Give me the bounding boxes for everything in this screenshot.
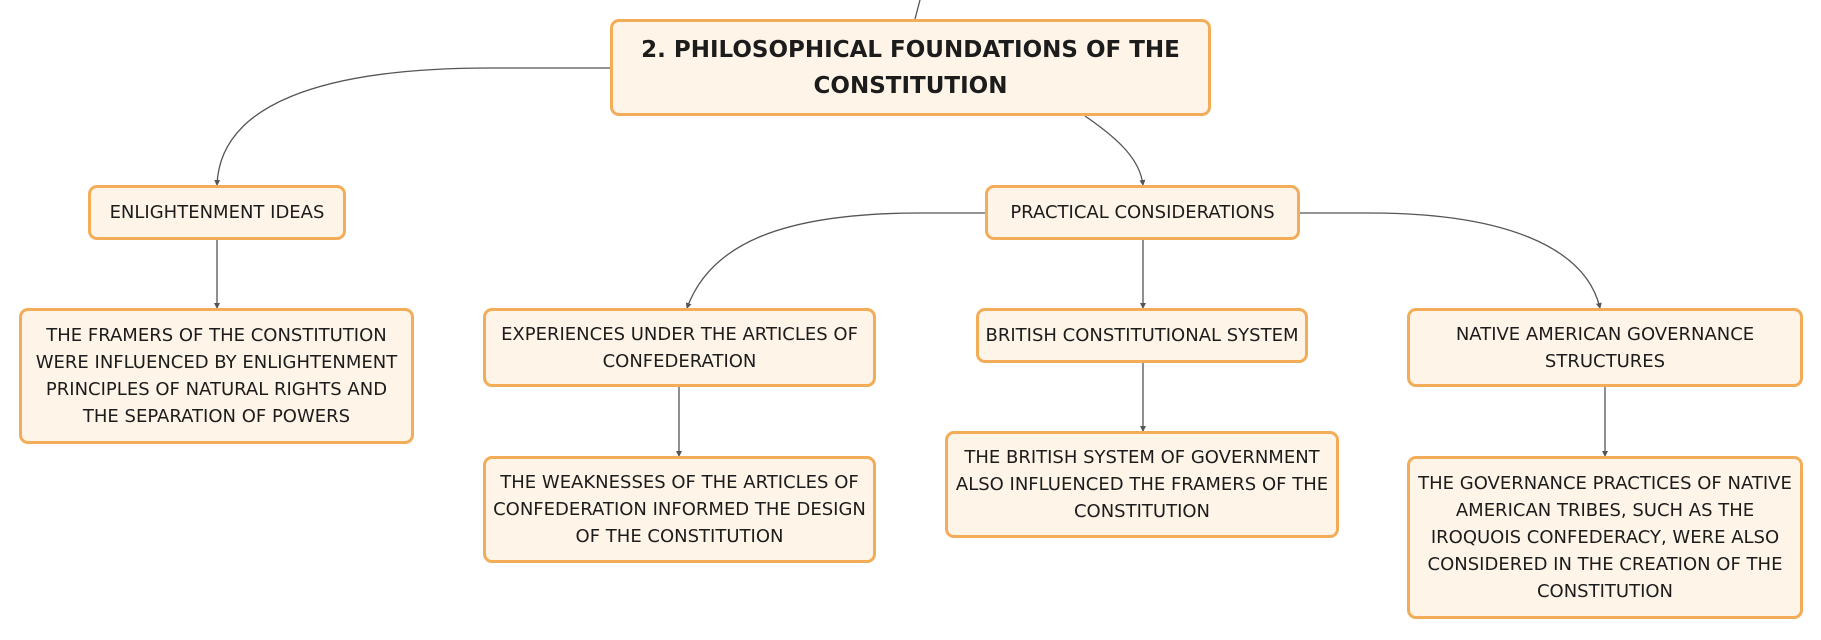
subtopic-native-american-governance-label: NATIVE AMERICAN GOVERNANCE STRUCTURES bbox=[1455, 323, 1755, 372]
articles-detail-node[interactable]: THE WEAKNESSES OF THE ARTICLES OF CONFED… bbox=[483, 456, 876, 563]
connector-root-to-practical bbox=[1084, 115, 1146, 186]
subtopic-articles-of-confederation-label: EXPERIENCES UNDER THE ARTICLES OF CONFED… bbox=[501, 323, 858, 372]
native-american-detail-label: THE GOVERNANCE PRACTICES OF NATIVE AMERI… bbox=[1418, 473, 1792, 602]
branch-practical-considerations-label: PRACTICAL CONSIDERATIONS bbox=[1010, 202, 1275, 223]
enlightenment-detail-label: THE FRAMERS OF THE CONSTITUTION WERE INF… bbox=[35, 325, 398, 427]
articles-detail-label: THE WEAKNESSES OF THE ARTICLES OF CONFED… bbox=[493, 472, 866, 547]
enlightenment-detail-node[interactable]: THE FRAMERS OF THE CONSTITUTION WERE INF… bbox=[19, 308, 414, 444]
british-detail-label: THE BRITISH SYSTEM OF GOVERNMENT ALSO IN… bbox=[955, 447, 1329, 522]
branch-enlightenment-ideas-label: ENLIGHTENMENT IDEAS bbox=[109, 202, 325, 223]
root-topic-label: 2. PHILOSOPHICAL FOUNDATIONS OF THE CONS… bbox=[641, 36, 1180, 99]
subtopic-british-constitutional-system-node[interactable]: BRITISH CONSTITUTIONAL SYSTEM bbox=[976, 308, 1308, 363]
root-topic-node[interactable]: 2. PHILOSOPHICAL FOUNDATIONS OF THE CONS… bbox=[610, 19, 1211, 116]
branch-enlightenment-ideas-node[interactable]: ENLIGHTENMENT IDEAS bbox=[88, 185, 346, 240]
connector-practical-to-native bbox=[1300, 212, 1602, 309]
subtopic-articles-of-confederation-node[interactable]: EXPERIENCES UNDER THE ARTICLES OF CONFED… bbox=[483, 308, 876, 387]
british-detail-node[interactable]: THE BRITISH SYSTEM OF GOVERNMENT ALSO IN… bbox=[945, 431, 1339, 538]
connector-parent-to-root bbox=[914, 0, 921, 20]
connector-practical-to-articles bbox=[685, 212, 985, 309]
connector-root-to-enlightenment bbox=[214, 67, 610, 186]
subtopic-native-american-governance-node[interactable]: NATIVE AMERICAN GOVERNANCE STRUCTURES bbox=[1407, 308, 1803, 387]
branch-practical-considerations-node[interactable]: PRACTICAL CONSIDERATIONS bbox=[985, 185, 1300, 240]
native-american-detail-node[interactable]: THE GOVERNANCE PRACTICES OF NATIVE AMERI… bbox=[1407, 456, 1803, 619]
subtopic-british-constitutional-system-label: BRITISH CONSTITUTIONAL SYSTEM bbox=[985, 325, 1299, 346]
